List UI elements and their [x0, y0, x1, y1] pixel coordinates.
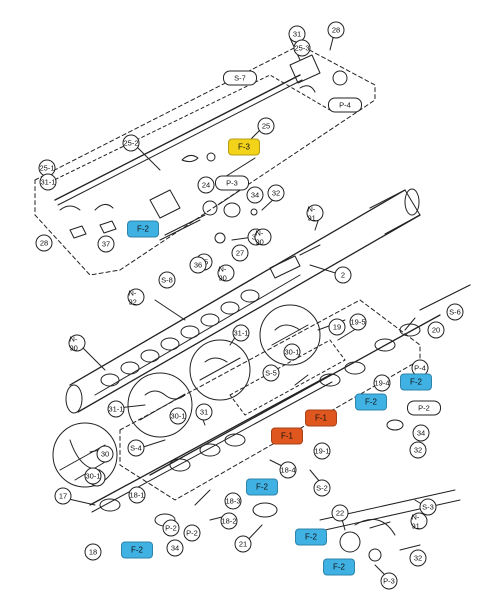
part-label-oval: S-7: [223, 70, 257, 86]
part-label: S-4: [127, 439, 145, 457]
part-label: P-2: [162, 519, 180, 537]
part-label: 19: [328, 318, 346, 336]
part-label: 27: [231, 244, 249, 262]
part-label: S-2: [313, 479, 331, 497]
part-label: 34: [166, 539, 184, 557]
part-label: N-91: [306, 204, 324, 222]
part-label: 30: [96, 445, 114, 463]
part-label: S-8: [158, 271, 176, 289]
part-label: 32: [409, 441, 427, 459]
part-label-oval: P-3: [215, 175, 249, 191]
tag-blue: F-2: [295, 528, 327, 546]
part-label-oval: P-2: [407, 400, 441, 416]
part-label: S-5: [262, 364, 280, 382]
part-label: 22: [331, 504, 349, 522]
part-label: 18-2: [220, 512, 238, 530]
part-label: N-92: [127, 288, 145, 306]
tag-blue: F-2: [127, 220, 159, 238]
part-label: 30-1: [84, 467, 102, 485]
part-label: 20: [427, 321, 445, 339]
part-label: 28: [35, 234, 53, 252]
part-label: 25: [257, 117, 275, 135]
tag-orange: F-1: [305, 409, 337, 427]
part-label: 18-1: [128, 486, 146, 504]
part-label: 25-2: [122, 134, 140, 152]
part-label: 31-1: [232, 324, 250, 342]
part-label: 34: [412, 424, 430, 442]
tag-blue: F-2: [246, 478, 278, 496]
part-label: 32: [409, 549, 427, 567]
part-label: N-90: [217, 264, 235, 282]
part-label: 30-1: [169, 407, 187, 425]
part-label: P-2: [183, 524, 201, 542]
part-label: 19-4: [373, 374, 391, 392]
part-label: 19-1: [313, 442, 331, 460]
part-label: N-90: [254, 228, 272, 246]
part-label: 37: [97, 235, 115, 253]
part-label: 18-3: [224, 492, 242, 510]
part-label: N-90: [68, 334, 86, 352]
tag-yellow: F-3: [228, 138, 260, 156]
part-label: S-3: [419, 498, 437, 516]
part-label: 28: [327, 21, 345, 39]
part-label: 21: [234, 535, 252, 553]
tag-blue: F-2: [121, 541, 153, 559]
part-label: S-6: [446, 303, 464, 321]
tag-blue: F-2: [323, 558, 355, 576]
tag-blue: F-2: [400, 373, 432, 391]
part-label: 30-1: [283, 343, 301, 361]
part-label: P-4: [411, 359, 429, 377]
part-label: 34: [246, 186, 264, 204]
part-label: 31-1: [39, 173, 57, 191]
part-label: 19-5: [349, 313, 367, 331]
part-label: 31-1: [107, 400, 125, 418]
part-label: 32: [267, 184, 285, 202]
tag-blue: F-2: [355, 393, 387, 411]
part-label: 17: [54, 487, 72, 505]
part-label: 31: [195, 403, 213, 421]
part-label-oval: P-4: [328, 97, 362, 113]
part-label: 24: [197, 176, 215, 194]
part-label: P-3: [380, 572, 398, 590]
part-label: 2: [334, 266, 352, 284]
part-label: 25-3: [293, 39, 311, 57]
part-label: N-91: [410, 512, 428, 530]
tag-orange: F-1: [271, 427, 303, 445]
part-label: 36: [189, 256, 207, 274]
part-label: 18-4: [279, 461, 297, 479]
part-label: 18: [84, 543, 102, 561]
